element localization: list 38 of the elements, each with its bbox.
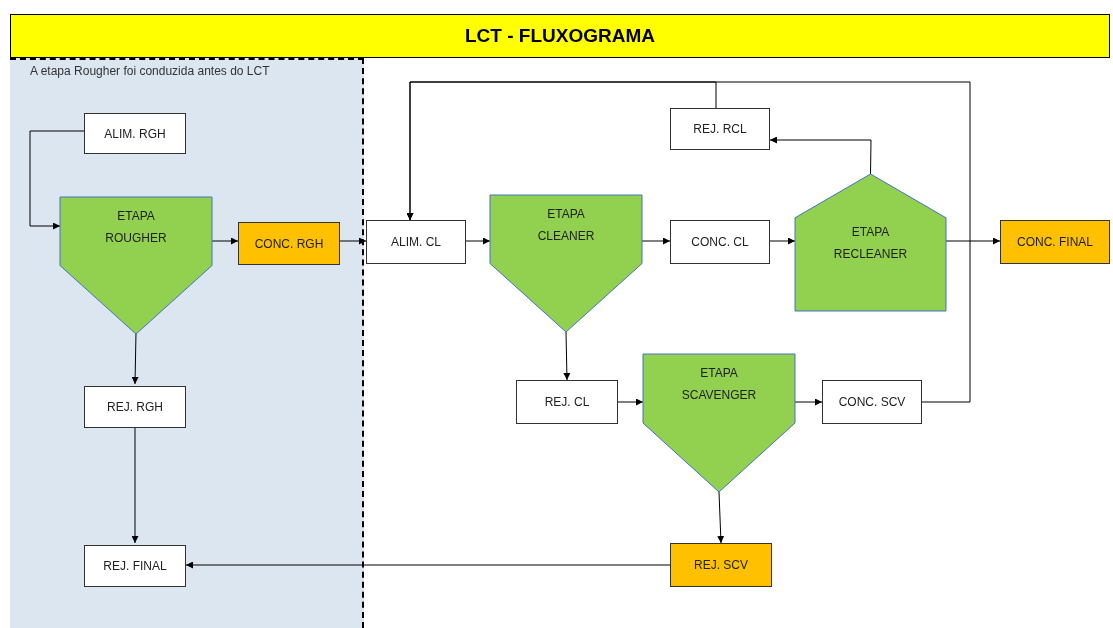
flow-arrow: [769, 237, 796, 245]
title-banner: LCT - FLUXOGRAMA: [10, 14, 1110, 58]
flow-arrow: [794, 398, 823, 406]
flow-arrow: [339, 237, 367, 245]
region-note: A etapa Rougher foi conduzida antes do LCT: [30, 64, 270, 78]
stage-label: ETAPA CLEANER: [536, 206, 596, 245]
stream-box: REJ. FINAL: [84, 545, 186, 587]
stream-box: CONC. CL: [670, 220, 770, 264]
stage-pentagon-up: [795, 174, 946, 311]
flow-arrow: [617, 398, 644, 406]
stage-pentagon-down: [643, 354, 795, 492]
stage-label: ETAPA ROUGHER: [104, 208, 168, 247]
flow-arrow: [406, 81, 971, 403]
stage-pentagon-down: [490, 195, 642, 332]
stream-box: CONC. RGH: [238, 222, 340, 265]
flow-arrow: [29, 130, 85, 230]
stage-label: ETAPA RECLEANER: [832, 223, 909, 263]
stream-box: REJ. RCL: [670, 108, 770, 150]
flow-arrow: [465, 237, 491, 245]
stream-box: CONC. SCV: [822, 380, 922, 424]
flow-arrow: [769, 136, 872, 175]
stream-box: CONC. FINAL: [1000, 220, 1110, 264]
stage-label: ETAPA SCAVENGER: [680, 365, 758, 404]
stage-pentagon-down: [60, 197, 212, 334]
stream-box: REJ. CL: [516, 380, 618, 424]
stream-box: REJ. SCV: [670, 543, 772, 587]
flow-arrow: [131, 331, 139, 385]
flow-arrow: [211, 237, 239, 245]
flow-arrow: [945, 237, 1001, 245]
flow-arrow: [185, 561, 671, 569]
stream-box: ALIM. RGH: [84, 113, 186, 154]
note-region-panel: [10, 58, 364, 628]
flow-arrow: [131, 425, 139, 544]
stream-box: ALIM. CL: [366, 220, 466, 264]
flow-arrow: [641, 237, 671, 245]
flow-arrow: [717, 491, 725, 544]
flow-arrow: [563, 331, 571, 381]
stream-box: REJ. RGH: [84, 386, 186, 428]
